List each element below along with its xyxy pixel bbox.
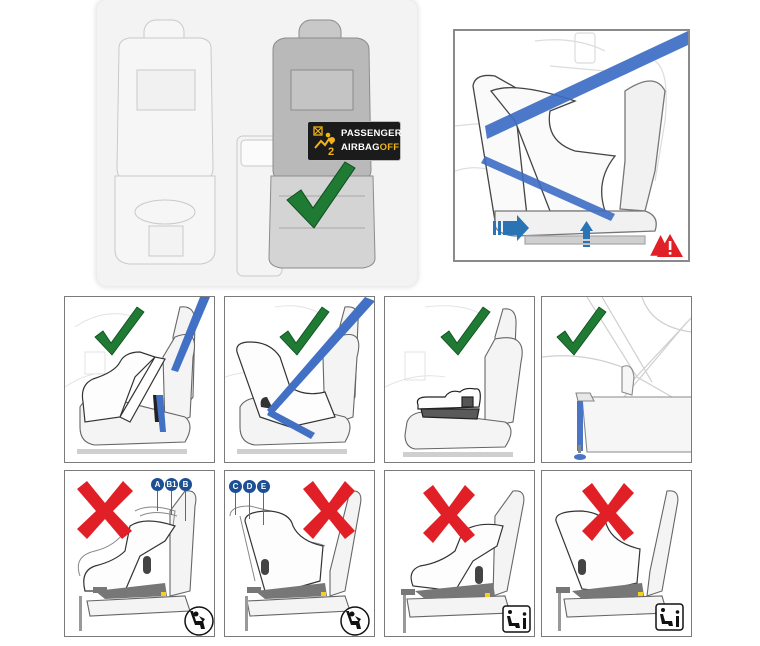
belt bbox=[171, 297, 210, 372]
airbag-off-icon: 2 bbox=[313, 126, 335, 156]
isofix-icon bbox=[340, 606, 370, 636]
cross-icon bbox=[423, 485, 475, 543]
isofix-rear-facing-illustration bbox=[77, 481, 214, 636]
check-icon bbox=[94, 306, 145, 356]
size-class-d: D bbox=[243, 480, 256, 493]
cross-icon bbox=[582, 483, 634, 541]
airbag-label-line1: PASSENGER bbox=[341, 128, 402, 139]
airbag-label-prefix: AIRBAG bbox=[341, 142, 380, 153]
leader-line bbox=[249, 493, 250, 519]
forbidden-isofix-abc-panel: A B1 B bbox=[64, 470, 215, 637]
cross-icon bbox=[77, 481, 133, 539]
svg-text:2: 2 bbox=[328, 146, 334, 156]
rear-facing-seat-illustration bbox=[65, 297, 210, 454]
leader-line bbox=[157, 491, 158, 511]
size-class-e: E bbox=[257, 480, 270, 493]
cross-icon bbox=[303, 481, 355, 539]
seat-adjustment-illustration bbox=[455, 31, 688, 257]
isize-icon bbox=[502, 605, 531, 633]
isofix-forward-facing-illustration bbox=[229, 481, 370, 636]
leader-line bbox=[185, 491, 186, 521]
size-class-b1: B1 bbox=[165, 478, 178, 491]
check-icon bbox=[556, 306, 607, 356]
airbag-state: OFF bbox=[379, 142, 400, 153]
size-class-b: B bbox=[179, 478, 192, 491]
check-icon bbox=[286, 161, 356, 229]
approved-forward-facing-belt-panel bbox=[224, 296, 375, 463]
booster-cushion-illustration bbox=[385, 305, 523, 457]
seats-top-view-illustration bbox=[114, 19, 376, 277]
seat-up-arrow-icon bbox=[580, 221, 593, 247]
isize-rear-facing-illustration bbox=[401, 485, 531, 633]
size-class-c: C bbox=[229, 480, 242, 493]
size-class-a: A bbox=[151, 478, 164, 491]
check-icon bbox=[279, 306, 330, 356]
leader-line bbox=[235, 493, 236, 515]
belt bbox=[267, 297, 374, 415]
forbidden-isofix-cde-panel: C D E bbox=[224, 470, 375, 637]
support-leg-illustration bbox=[542, 297, 691, 460]
forbidden-isize-forward-facing-panel bbox=[541, 470, 692, 637]
seat-overview-panel: 2 PASSENGER AIRBAGOFF bbox=[97, 0, 417, 286]
passenger-airbag-off-label: 2 PASSENGER AIRBAGOFF bbox=[307, 121, 402, 161]
approved-support-leg-panel bbox=[541, 296, 692, 463]
warning-triangle-icon bbox=[650, 234, 683, 257]
belt-forward-arrow-icon bbox=[493, 215, 529, 241]
isofix-icon bbox=[184, 606, 214, 636]
isize-forward-facing-illustration bbox=[555, 483, 684, 631]
approved-booster-cushion-panel bbox=[384, 296, 535, 463]
leader-line bbox=[263, 493, 264, 525]
seat-adjustment-panel bbox=[453, 29, 690, 262]
airbag-label-line2: AIRBAGOFF bbox=[341, 142, 399, 153]
forward-facing-seat-illustration bbox=[225, 297, 374, 454]
leader-line bbox=[171, 491, 172, 515]
isize-icon bbox=[655, 603, 684, 631]
forbidden-isize-rear-facing-panel bbox=[384, 470, 535, 637]
check-icon bbox=[440, 306, 491, 356]
approved-rear-facing-belt-panel bbox=[64, 296, 215, 463]
